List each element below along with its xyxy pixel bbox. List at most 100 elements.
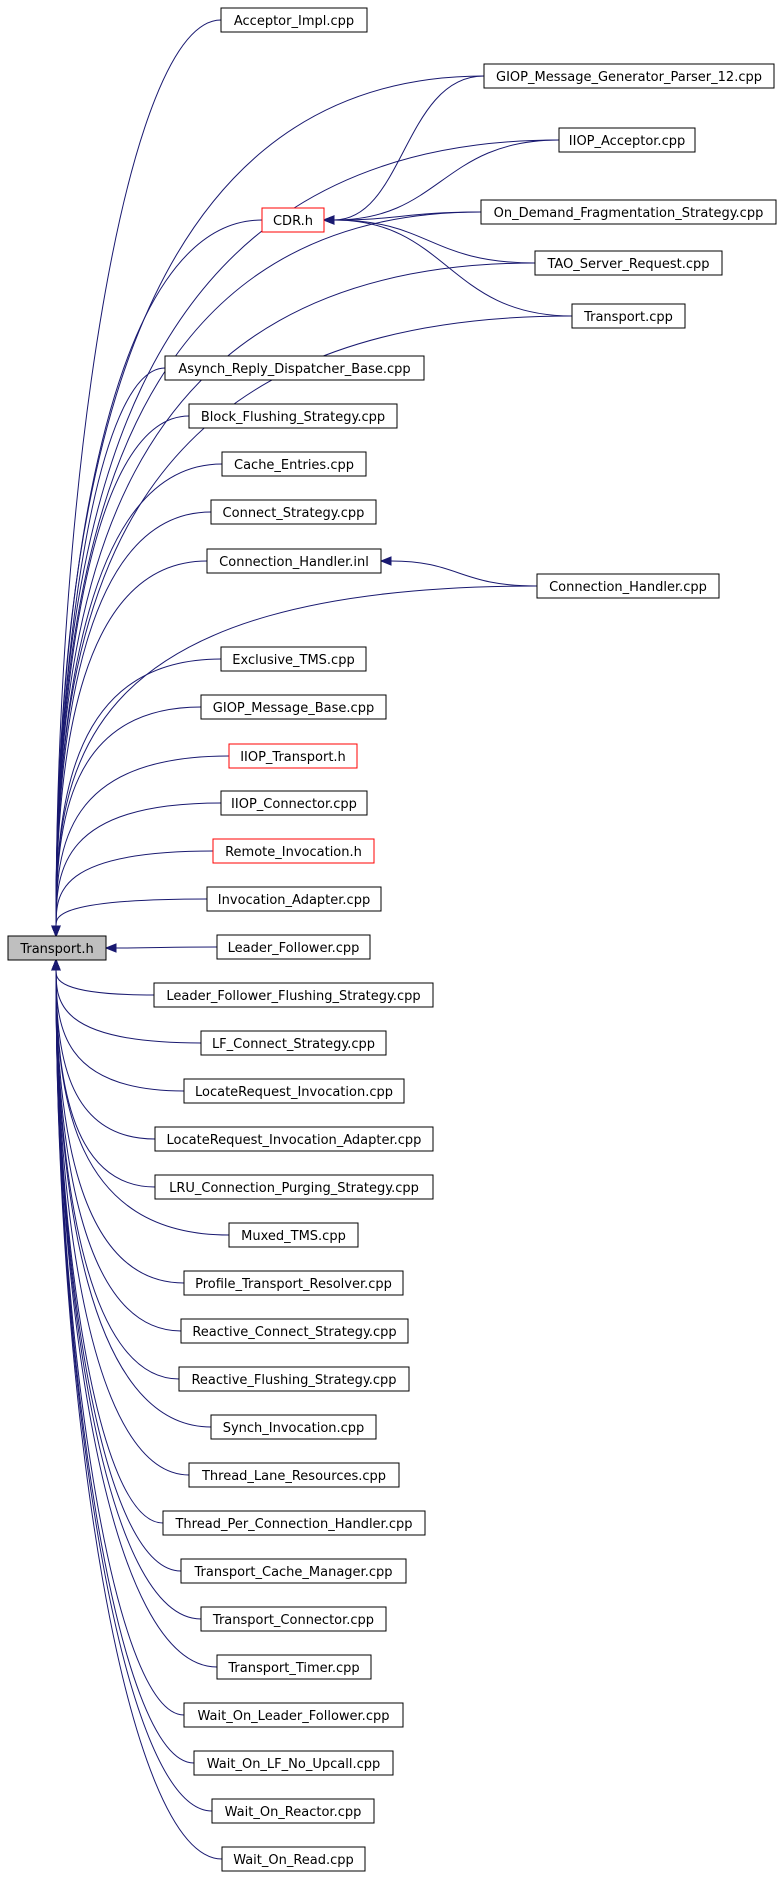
node-locate-request-inv[interactable]: LocateRequest_Invocation.cpp [183, 1078, 405, 1104]
edge-line [333, 219, 536, 264]
node-on-demand[interactable]: On_Demand_Fragmentation_Strategy.cpp [480, 199, 777, 225]
edge-connection_handler_cpp-to-connection_handler_inl [379, 556, 538, 587]
node-label: Leader_Follower_Flushing_Strategy.cpp [166, 989, 420, 1004]
node-transport-cache-mgr[interactable]: Transport_Cache_Manager.cpp [180, 1558, 407, 1584]
node-wait-lf[interactable]: Wait_On_Leader_Follower.cpp [183, 1702, 404, 1728]
edge-invocation_adapter-to-transport_h [51, 898, 208, 938]
node-label: IIOP_Connector.cpp [231, 797, 357, 812]
node-box [180, 1318, 409, 1344]
node-cache-entries[interactable]: Cache_Entries.cpp [221, 451, 367, 477]
edge-line [55, 802, 222, 927]
node-leader-follower[interactable]: Leader_Follower.cpp [216, 934, 371, 960]
node-invocation-adapter[interactable]: Invocation_Adapter.cpp [206, 886, 382, 912]
node-transport-cpp[interactable]: Transport.cpp [571, 303, 686, 329]
node-label: Wait_On_LF_No_Upcall.cpp [207, 1757, 380, 1772]
node-reactive-connect[interactable]: Reactive_Connect_Strategy.cpp [180, 1318, 409, 1344]
edge-acceptor_impl-to-transport_h [51, 19, 222, 938]
node-label: TAO_Server_Request.cpp [546, 257, 709, 272]
node-wait-lf-noupcall[interactable]: Wait_On_LF_No_Upcall.cpp [193, 1750, 394, 1776]
node-box [212, 838, 375, 864]
node-lru-purging[interactable]: LRU_Connection_Purging_Strategy.cpp [154, 1174, 434, 1200]
node-label: Transport_Connector.cpp [212, 1613, 374, 1628]
node-label: Transport.h [19, 942, 93, 957]
node-block-flushing[interactable]: Block_Flushing_Strategy.cpp [188, 403, 398, 429]
node-transport-h[interactable]: Transport.h [7, 935, 107, 961]
edge-line [55, 969, 195, 1764]
node-label: LRU_Connection_Purging_Strategy.cpp [169, 1181, 419, 1196]
node-giop-message-base[interactable]: GIOP_Message_Base.cpp [200, 694, 387, 720]
node-box [206, 548, 382, 574]
node-giop-mgp12[interactable]: GIOP_Message_Generator_Parser_12.cpp [483, 63, 775, 89]
node-box [183, 1078, 405, 1104]
node-label: Wait_On_Reactor.cpp [225, 1805, 362, 1820]
edge-line [333, 75, 485, 221]
edge-leader_follower-to-transport_h [104, 943, 218, 953]
arrowhead [379, 556, 392, 566]
node-box [220, 646, 367, 672]
edge-locate_request_adapter-to-transport_h [51, 958, 156, 1140]
node-label: Profile_Transport_Resolver.cpp [195, 1277, 392, 1292]
node-profile-transport-resolver[interactable]: Profile_Transport_Resolver.cpp [183, 1270, 404, 1296]
node-box [200, 694, 387, 720]
node-label: GIOP_Message_Generator_Parser_12.cpp [496, 70, 762, 85]
node-box [216, 934, 371, 960]
node-reactive-flushing[interactable]: Reactive_Flushing_Strategy.cpp [178, 1366, 410, 1392]
node-transport-connector[interactable]: Transport_Connector.cpp [200, 1606, 387, 1632]
node-box [183, 1270, 404, 1296]
node-connect-strategy[interactable]: Connect_Strategy.cpp [210, 499, 377, 525]
node-box [188, 1462, 400, 1488]
node-wait-read[interactable]: Wait_On_Read.cpp [221, 1846, 366, 1872]
node-label: IIOP_Transport.h [240, 750, 346, 765]
edge-thread_lane-to-transport_h [51, 958, 190, 1476]
node-label: Transport_Cache_Manager.cpp [193, 1565, 392, 1580]
node-iiop-acceptor[interactable]: IIOP_Acceptor.cpp [558, 127, 696, 153]
node-remote-invocation-h[interactable]: Remote_Invocation.h [212, 838, 375, 864]
node-box [178, 1366, 410, 1392]
node-synch-invocation[interactable]: Synch_Invocation.cpp [210, 1414, 377, 1440]
arrowhead [322, 215, 335, 225]
node-box [210, 1414, 377, 1440]
node-connection-handler-inl[interactable]: Connection_Handler.inl [206, 548, 382, 574]
node-box [210, 499, 377, 525]
edge-iiop_connector-to-transport_h [51, 802, 222, 938]
edge-block_flushing-to-transport_h [51, 415, 190, 938]
node-iiop-connector[interactable]: IIOP_Connector.cpp [220, 790, 368, 816]
node-box [188, 403, 398, 429]
node-lf-connect[interactable]: LF_Connect_Strategy.cpp [200, 1030, 387, 1056]
node-thread-lane[interactable]: Thread_Lane_Resources.cpp [188, 1462, 400, 1488]
node-cdr-h[interactable]: CDR.h [261, 207, 325, 233]
node-exclusive-tms[interactable]: Exclusive_TMS.cpp [220, 646, 367, 672]
edge-cdr_h-to-transport_h [51, 219, 263, 938]
edge-line [55, 511, 212, 927]
node-box [216, 1654, 372, 1680]
edge-line [55, 969, 156, 1188]
edge-line [333, 139, 560, 221]
node-label: Invocation_Adapter.cpp [218, 893, 370, 908]
node-thread-per-conn[interactable]: Thread_Per_Connection_Handler.cpp [162, 1510, 426, 1536]
node-muxed-tms[interactable]: Muxed_TMS.cpp [228, 1222, 359, 1248]
node-tao-server-request[interactable]: TAO_Server_Request.cpp [534, 250, 723, 276]
edge-line [55, 898, 208, 927]
node-box [154, 1174, 434, 1200]
node-label: Muxed_TMS.cpp [241, 1229, 346, 1244]
node-box [220, 790, 368, 816]
node-transport-timer[interactable]: Transport_Timer.cpp [216, 1654, 372, 1680]
edge-asynch_reply-to-transport_h [51, 367, 166, 938]
node-wait-reactor[interactable]: Wait_On_Reactor.cpp [211, 1798, 375, 1824]
node-label: Wait_On_Leader_Follower.cpp [198, 1709, 390, 1724]
node-connection-handler-cpp[interactable]: Connection_Handler.cpp [536, 573, 720, 599]
node-lf-flushing[interactable]: Leader_Follower_Flushing_Strategy.cpp [153, 982, 434, 1008]
node-label: Exclusive_TMS.cpp [232, 653, 354, 668]
node-label: Transport.cpp [583, 310, 673, 325]
node-locate-request-adapter[interactable]: LocateRequest_Invocation_Adapter.cpp [154, 1126, 434, 1152]
node-acceptor-impl[interactable]: Acceptor_Impl.cpp [220, 7, 368, 33]
node-asynch-reply[interactable]: Asynch_Reply_Dispatcher_Base.cpp [164, 355, 425, 381]
edge-line [55, 755, 230, 927]
node-label: Cache_Entries.cpp [234, 458, 354, 473]
edge-wait_lf_noupcall-to-transport_h [51, 958, 195, 1764]
edge-wait_read-to-transport_h [51, 958, 223, 1860]
edge-line [55, 219, 263, 927]
node-box [261, 207, 325, 233]
node-iiop-transport-h[interactable]: IIOP_Transport.h [228, 743, 358, 769]
